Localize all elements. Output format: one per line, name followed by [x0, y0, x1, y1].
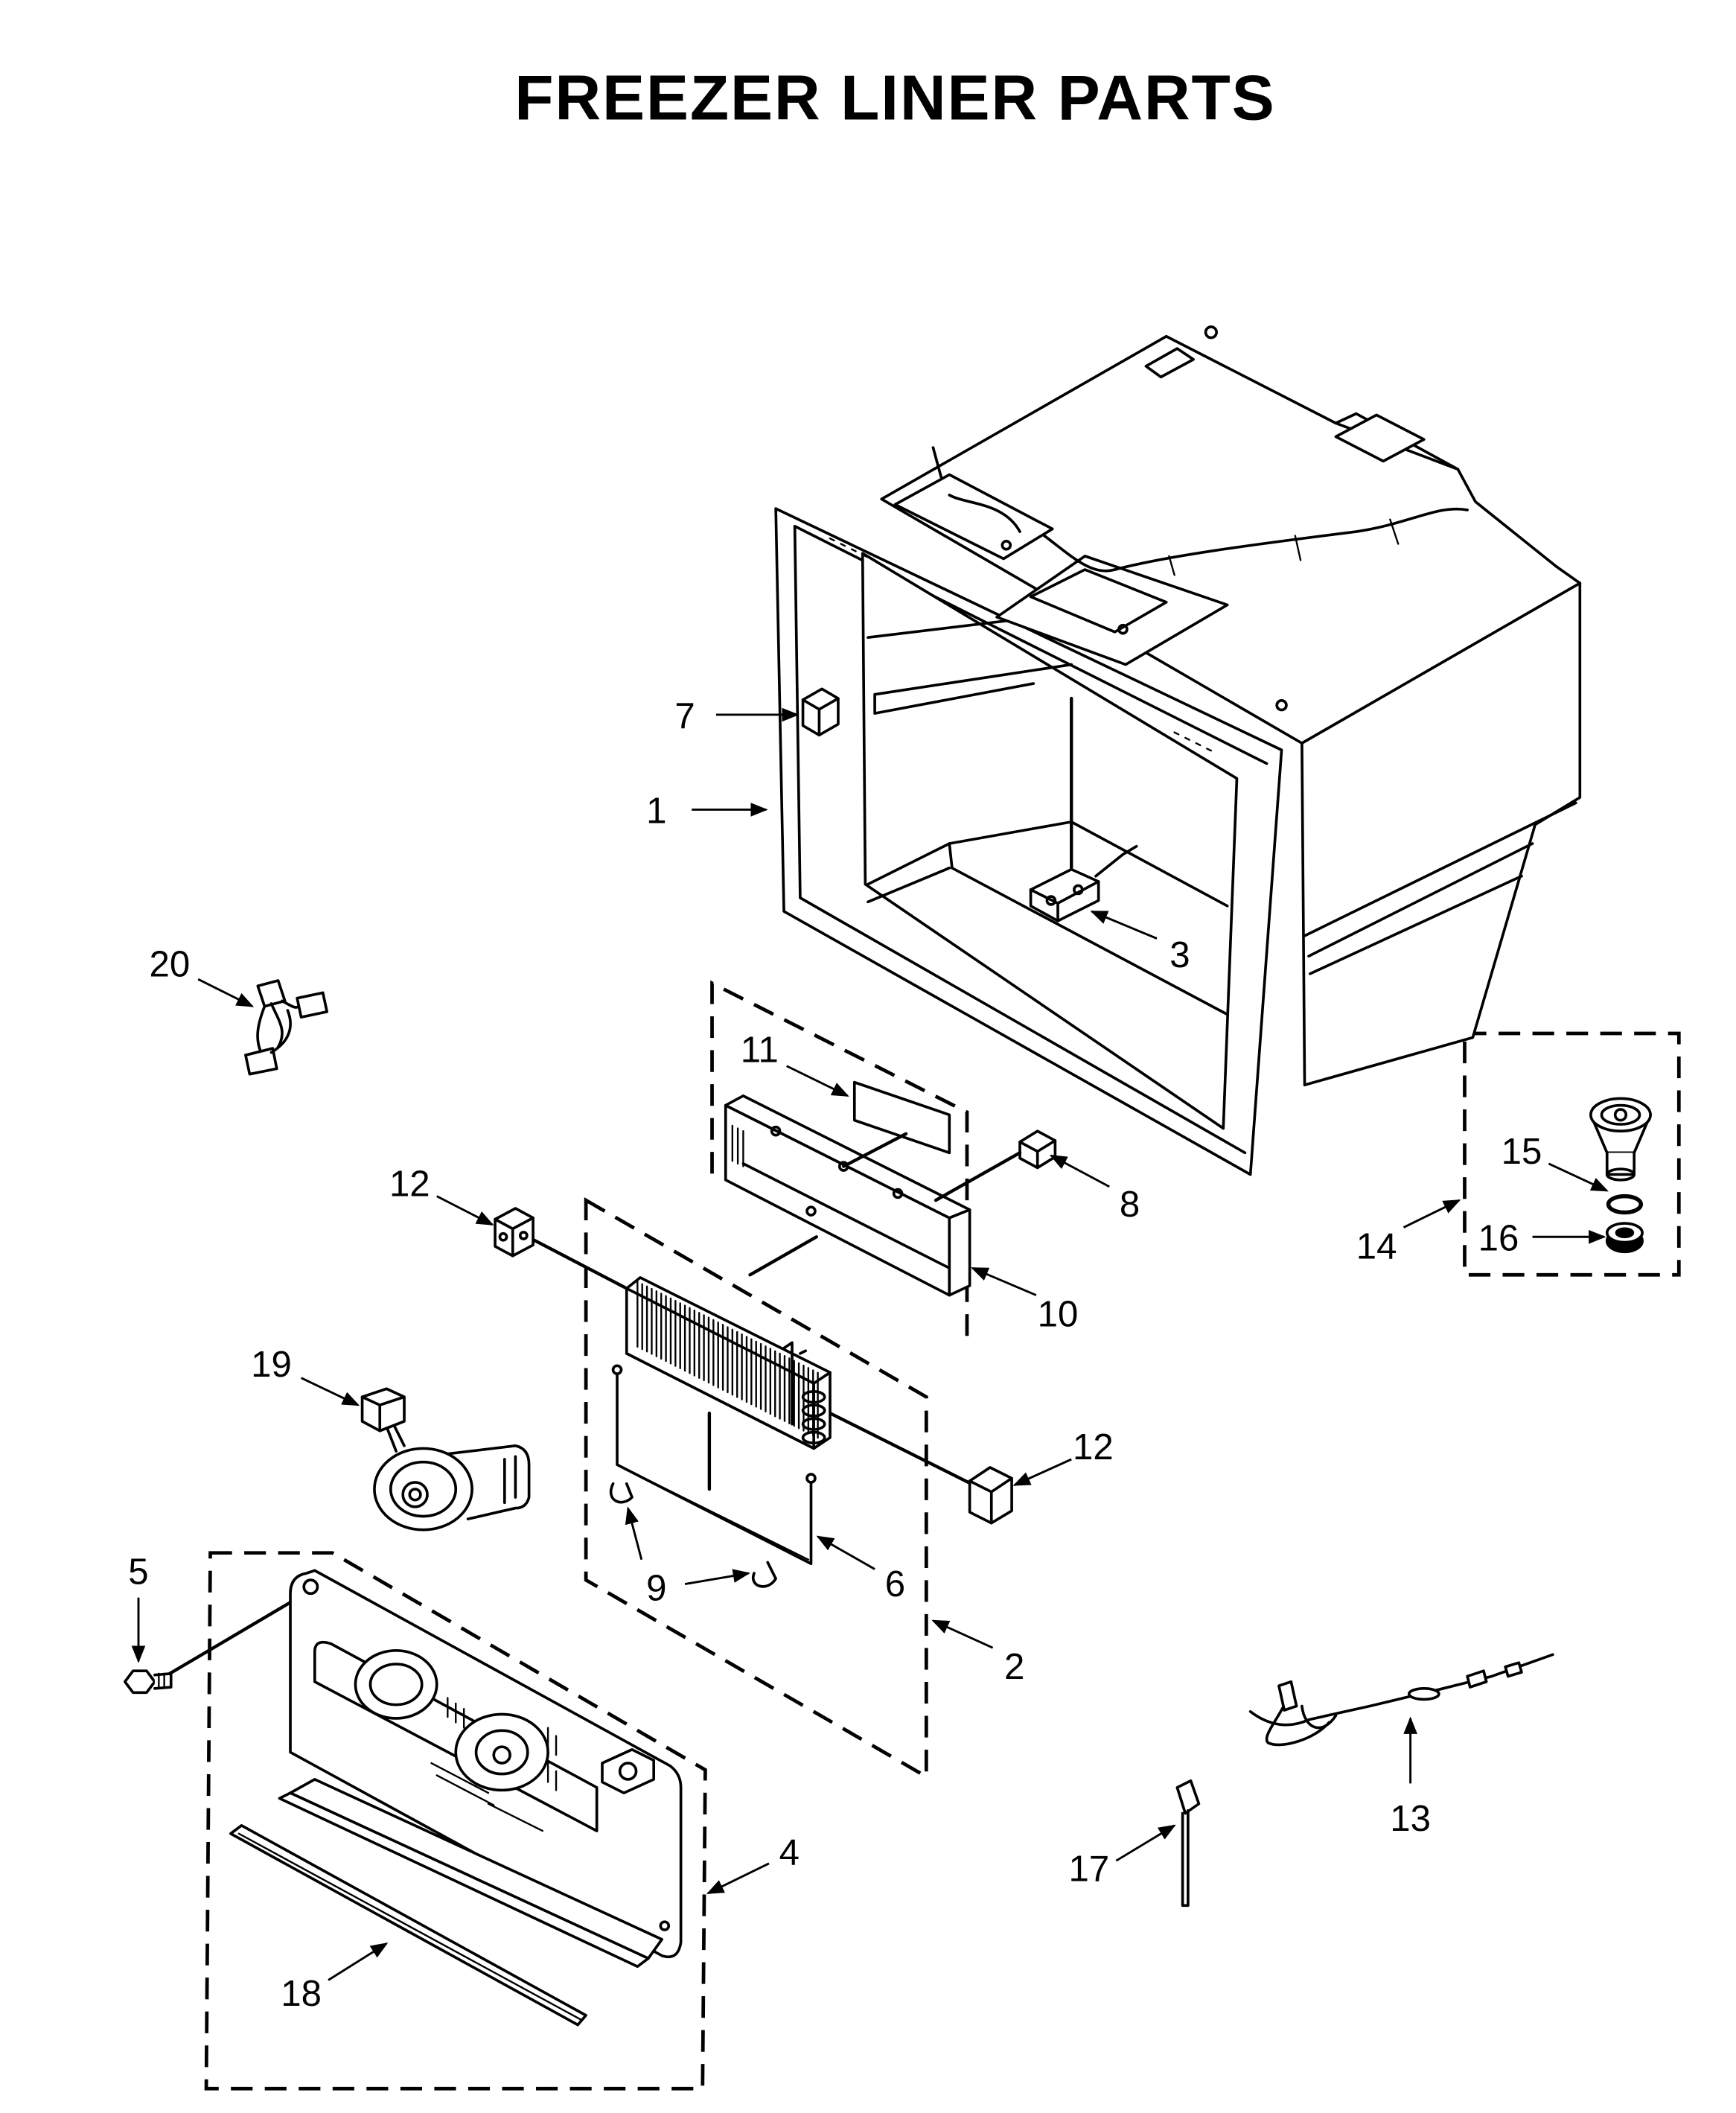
clip-drawing-12-left: [494, 1207, 534, 1258]
assembly-box-drain: [1463, 1031, 1681, 1277]
callout-arrow-2: [931, 1619, 994, 1649]
callout-arrow-9a: [684, 1569, 751, 1586]
callout-arrow-12-left: [436, 1195, 494, 1226]
callout-arrow-20: [197, 978, 255, 1007]
evaporator-drawing: [625, 1276, 832, 1450]
heater-drawing-6: [611, 1364, 817, 1566]
callout-7: 7: [674, 695, 695, 736]
foam-pad-drawing-11: [852, 1080, 951, 1155]
sensor-drawing-3: [1029, 696, 1138, 922]
small-part-drawing-7: [801, 687, 840, 737]
assembly-box-fan-cover: [204, 1551, 707, 2091]
fan-motor-drawing-19: [360, 1387, 531, 1532]
fan-cover-drawing-4: [278, 1569, 683, 1969]
drain-fitting-drawing-15: [1589, 1097, 1652, 1182]
callout-10: 10: [1038, 1293, 1079, 1334]
callout-arrow-11: [786, 1065, 849, 1097]
callout-arrow-12-right: [1012, 1458, 1072, 1486]
callout-19: 19: [251, 1344, 292, 1385]
callout-3: 3: [1169, 934, 1190, 975]
leader-lines: [161, 1132, 1022, 1680]
callout-8: 8: [1120, 1184, 1140, 1225]
ring-drawing-16: [1605, 1222, 1644, 1254]
callout-11: 11: [741, 1029, 779, 1070]
callout-20: 20: [150, 944, 191, 985]
callout-5: 5: [128, 1552, 148, 1593]
callout-arrow-10: [971, 1266, 1037, 1296]
callout-15: 15: [1502, 1131, 1542, 1172]
probe-drawing-17: [1175, 1779, 1201, 1908]
hook-drawing-9: [609, 1482, 777, 1588]
callout-14: 14: [1356, 1226, 1397, 1266]
callout-arrow-15: [1548, 1162, 1609, 1192]
callout-17: 17: [1069, 1849, 1110, 1890]
callout-16: 16: [1478, 1217, 1519, 1258]
wire-harness-drawing-20: [244, 979, 329, 1076]
callout-arrow-18: [328, 1943, 389, 1981]
callout-arrow-19: [300, 1377, 360, 1406]
o-ring-drawing-15: [1606, 1193, 1644, 1215]
callout-12-right: 12: [1073, 1427, 1114, 1467]
duct-drawing-10: [724, 1094, 971, 1297]
callout-arrow-17: [1115, 1824, 1176, 1862]
callout-12-left: 12: [389, 1164, 430, 1205]
page-title: FREEZER LINER PARTS: [514, 62, 1275, 133]
strip-drawing-18: [229, 1824, 587, 2027]
callout-arrow-9b: [625, 1506, 643, 1561]
callout-6: 6: [885, 1564, 905, 1604]
callout-arrow-8: [1049, 1154, 1110, 1188]
callout-1: 1: [646, 791, 666, 832]
assembly-box-evaporator: [584, 1196, 928, 1780]
callout-arrow-3: [1090, 910, 1158, 940]
callout-2: 2: [1004, 1646, 1024, 1687]
callout-13: 13: [1390, 1798, 1431, 1839]
screw-drawing-5: [123, 1669, 173, 1695]
callout-9: 9: [646, 1567, 666, 1608]
callout-arrow-4: [706, 1862, 770, 1895]
callout-4: 4: [779, 1832, 800, 1873]
callout-18: 18: [281, 1973, 322, 2014]
wire-harness-drawing-13: [1248, 1653, 1554, 1747]
clip-drawing-12-right: [968, 1466, 1013, 1525]
callout-arrow-14: [1402, 1199, 1461, 1228]
callout-arrow-6: [816, 1535, 875, 1570]
liner-drawing: [774, 325, 1582, 1176]
